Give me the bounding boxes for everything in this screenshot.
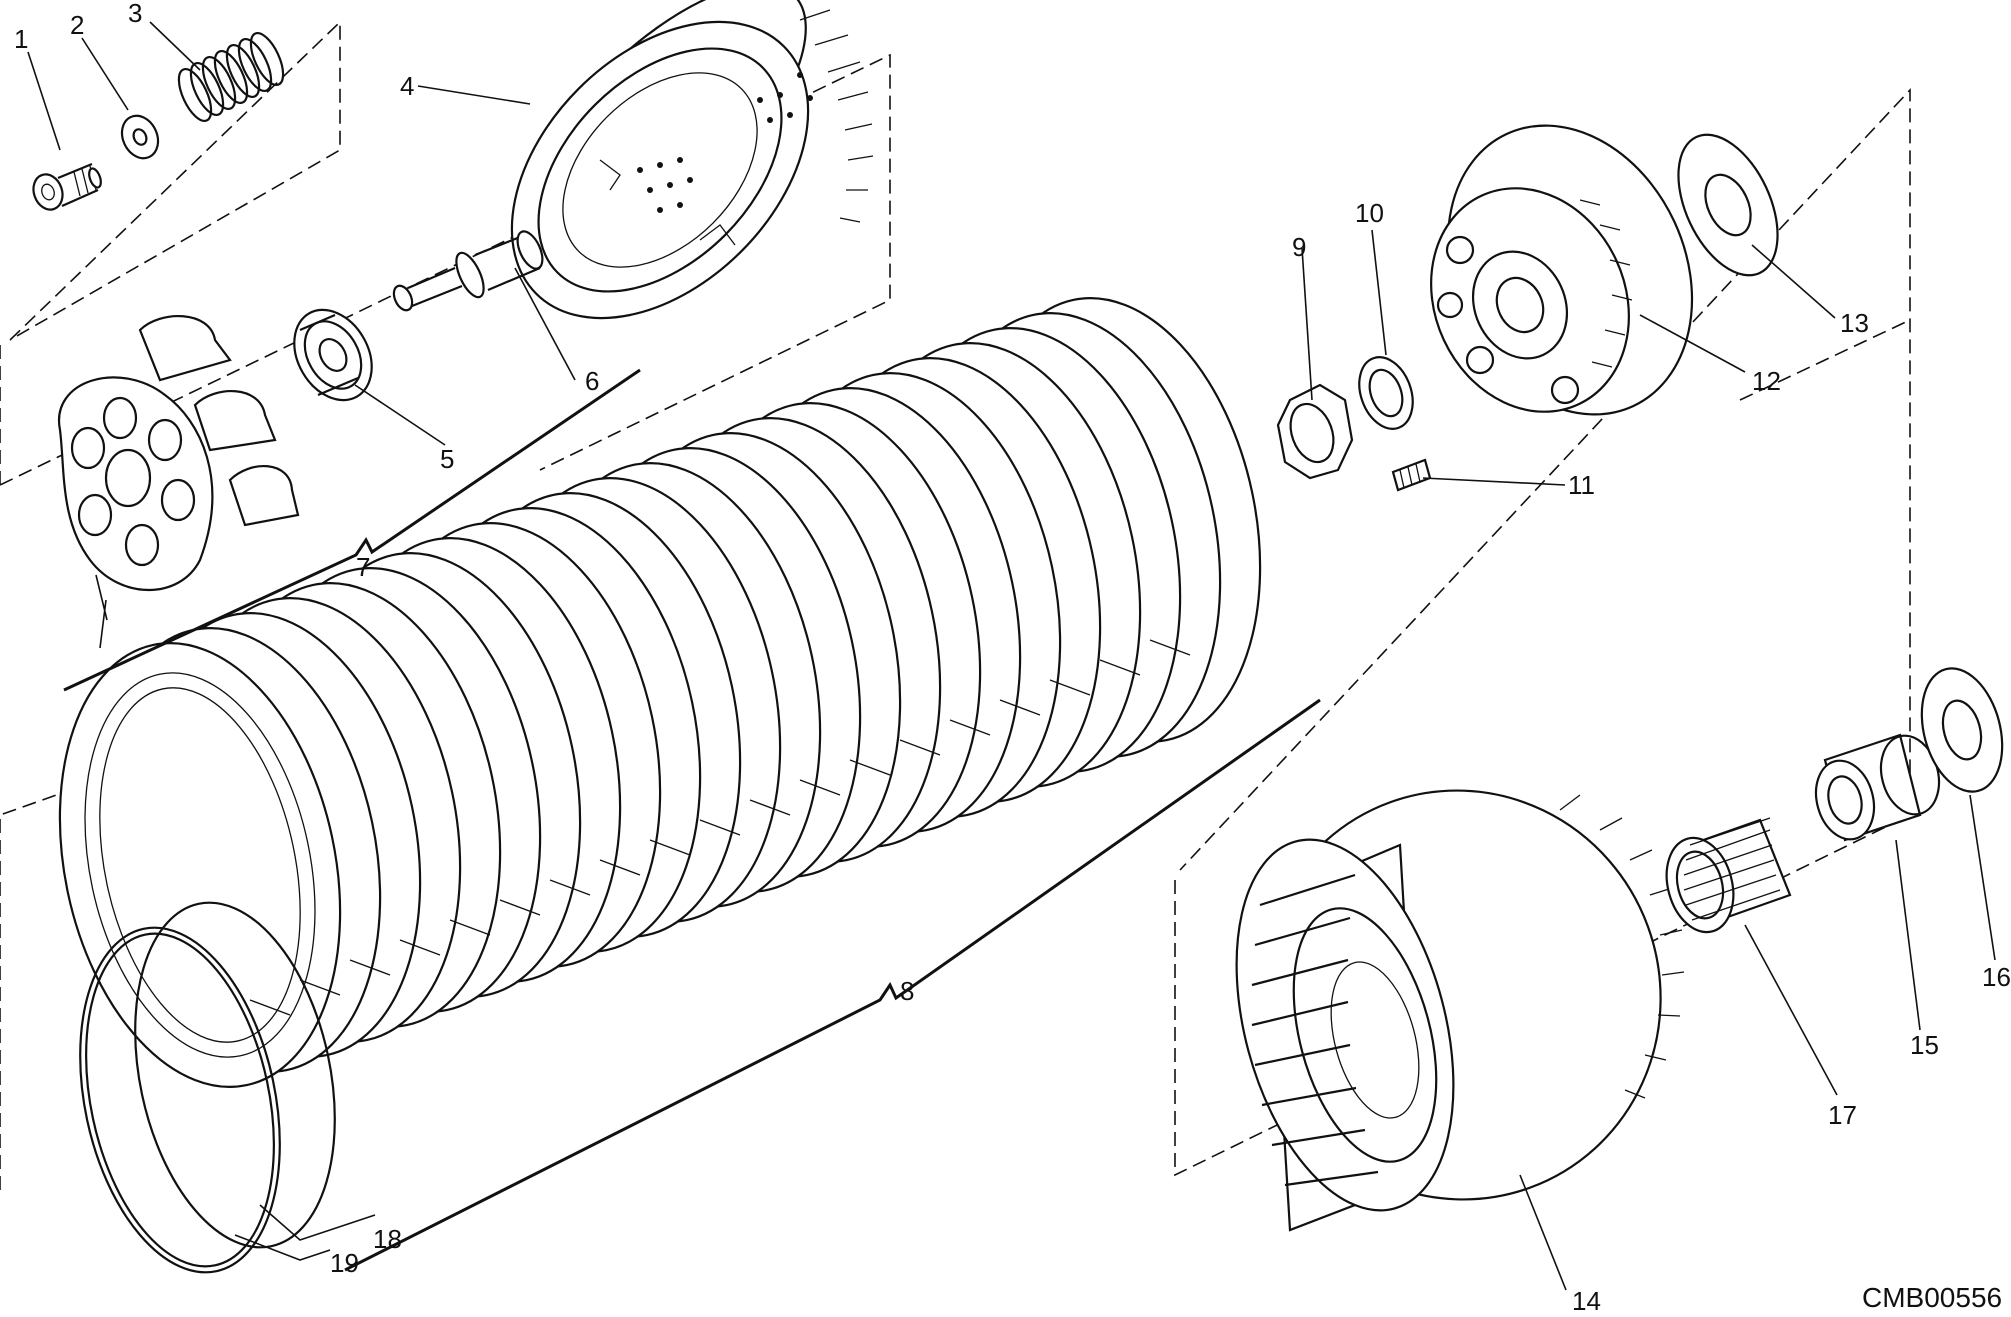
- part-11-grub-screw: [1391, 458, 1432, 492]
- callout-9: 9: [1292, 232, 1306, 262]
- callout-18: 18: [373, 1224, 402, 1254]
- callout-4: 4: [400, 71, 414, 101]
- part-7-retainer-plate: [57, 314, 300, 591]
- part-4-pressure-plate: [510, 0, 874, 320]
- drawing-reference-code: CMB00556: [1862, 1282, 2002, 1313]
- part-12-clutch-hub: [1430, 124, 1694, 416]
- part-3-spring: [177, 32, 285, 122]
- callout-1: 1: [14, 24, 28, 54]
- callout-3: 3: [128, 0, 142, 28]
- part-1-screw: [32, 162, 102, 211]
- callout-5: 5: [440, 444, 454, 474]
- part-5-bearing: [293, 308, 373, 402]
- part-6-pushrod: [392, 230, 544, 312]
- callout-14: 14: [1572, 1286, 1601, 1316]
- callout-15: 15: [1910, 1030, 1939, 1060]
- part-15-bushing: [1814, 733, 1941, 842]
- part-8-clutch-disc-stack: [58, 297, 1262, 1088]
- callout-labels: 1 2 3 4 5 6 7 8 9 10 11 12 13 14 15 16 1…: [14, 0, 2011, 1316]
- callout-10: 10: [1355, 198, 1384, 228]
- callout-16: 16: [1982, 962, 2011, 992]
- callout-8: 8: [900, 976, 914, 1006]
- part-18-spring-ring: [134, 901, 336, 1249]
- part-10-lock-washer: [1358, 356, 1414, 430]
- part-14-clutch-basket: [1235, 789, 1685, 1232]
- grouping-brackets: [63, 368, 1321, 1272]
- callout-11: 11: [1568, 470, 1595, 500]
- callout-7: 7: [356, 552, 370, 582]
- callout-2: 2: [70, 10, 84, 40]
- leader-lines: [27, 21, 1996, 1291]
- callout-13: 13: [1840, 308, 1869, 338]
- callout-17: 17: [1828, 1100, 1857, 1130]
- callout-6: 6: [585, 366, 599, 396]
- part-2-washer: [120, 114, 160, 160]
- part-16-washer: [1920, 667, 2004, 793]
- part-13-thrust-washer: [1677, 133, 1779, 277]
- part-17-needle-bearing: [1665, 817, 1792, 934]
- callout-12: 12: [1752, 366, 1781, 396]
- part-19-wire-ring: [79, 926, 281, 1274]
- part-9-nut: [1276, 383, 1354, 480]
- callout-19: 19: [330, 1248, 359, 1278]
